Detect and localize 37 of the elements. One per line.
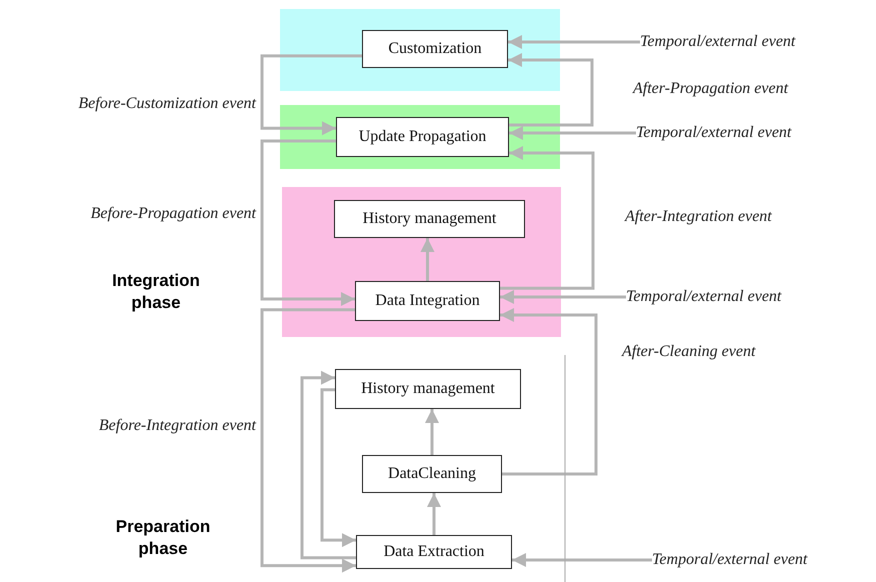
event-text: Temporal/external event [636, 121, 846, 145]
arrow [427, 493, 441, 535]
phase-label: Preparation phase [114, 516, 212, 560]
edge-label: Before-Customization event [78, 95, 256, 113]
arrow [508, 53, 594, 126]
arrow [508, 35, 640, 49]
phase-band [280, 105, 560, 169]
arrow [500, 290, 626, 304]
arrow [260, 54, 362, 136]
arrow [320, 388, 356, 548]
edge-label: Before-Integration event [98, 417, 256, 435]
process-box: Data Extraction [356, 535, 512, 569]
process-box: History management [335, 369, 521, 409]
phase-label: Integration phase [111, 270, 201, 314]
process-box: History management [334, 200, 525, 238]
arrow [425, 409, 439, 455]
arrow [512, 553, 652, 567]
arrow [509, 126, 636, 140]
edge-label: After-Cleaning event [622, 343, 756, 361]
event-text: Temporal/external event [640, 30, 850, 54]
process-box: DataCleaning [362, 455, 502, 493]
arrow [420, 238, 434, 281]
process-box: Data Integration [355, 281, 500, 321]
process-box: Customization [362, 30, 508, 68]
event-text: Temporal/external event [626, 285, 836, 309]
edge-label: Before-Propagation event [90, 205, 256, 223]
edge-label: After-Propagation event [633, 80, 788, 98]
arrow [500, 146, 594, 290]
arrow [500, 308, 598, 476]
arrow [260, 140, 355, 306]
event-text: Temporal/external event [652, 548, 862, 572]
phase-band [280, 9, 560, 91]
edge-label: After-Integration event [625, 208, 772, 226]
arrow [300, 370, 356, 560]
arrow [260, 308, 356, 573]
phase-band [282, 187, 561, 337]
process-box: Update Propagation [336, 117, 509, 157]
